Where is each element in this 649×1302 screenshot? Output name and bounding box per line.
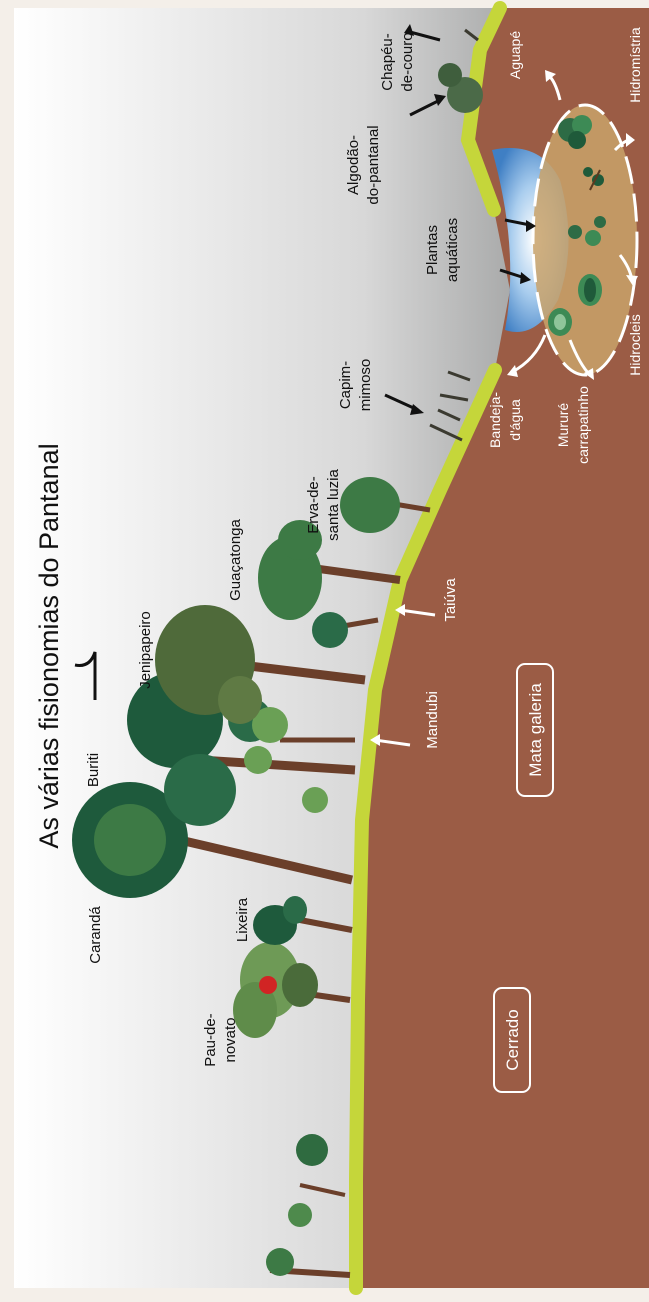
label-guacatonga: Guaçatonga bbox=[227, 518, 244, 600]
label-plantas-line-2: aquáticas bbox=[444, 218, 461, 282]
label-plantas-line-1: Plantas bbox=[424, 225, 441, 275]
label-capim-line-2: mimoso bbox=[357, 359, 374, 412]
label-chapeu-line-2: de-couro bbox=[399, 32, 416, 91]
label-erva-line-2: santa luzia bbox=[325, 468, 342, 540]
label-algodao-line-1: Algodão- bbox=[345, 135, 362, 195]
murure-plant-icon bbox=[578, 274, 602, 306]
label-lixeira: Lixeira bbox=[234, 897, 251, 942]
label-caranda: Carandá bbox=[87, 906, 104, 964]
label-murure-line-1: Mururé bbox=[555, 403, 571, 448]
cerrado-label: Cerrado bbox=[503, 1009, 522, 1070]
bandeja-plant-icon bbox=[548, 308, 572, 336]
page-title: As várias fisionomias do Pantanal bbox=[34, 443, 64, 848]
label-murure-line-2: carrapatinho bbox=[575, 386, 591, 464]
label-erva-line-1: Erva-de- bbox=[305, 476, 322, 534]
label-hidromistria: Hidromístria bbox=[627, 27, 643, 103]
label-taiuva: Taiúva bbox=[442, 578, 459, 622]
label-pau-line-1: Pau-de- bbox=[202, 1013, 219, 1066]
label-jenipapeiro: Jenipapeiro bbox=[137, 611, 154, 689]
label-capim-line-1: Capim- bbox=[337, 361, 354, 409]
label-hidrocleis: Hidrocleis bbox=[627, 314, 643, 375]
mata-galeria-label: Mata galeria bbox=[526, 683, 545, 777]
label-chapeu-line-1: Chapéu- bbox=[379, 33, 396, 91]
label-mandubi: Mandubi bbox=[424, 691, 441, 749]
label-buriti: Buriti bbox=[85, 753, 102, 787]
label-algodao-line-2: do-pantanal bbox=[365, 125, 382, 204]
label-bandeja-line-1: Bandeja- bbox=[487, 392, 503, 448]
label-aguape: Aguapé bbox=[507, 31, 523, 79]
label-bandeja-line-2: d'água bbox=[507, 399, 523, 441]
label-pau-line-2: novato bbox=[222, 1017, 239, 1062]
